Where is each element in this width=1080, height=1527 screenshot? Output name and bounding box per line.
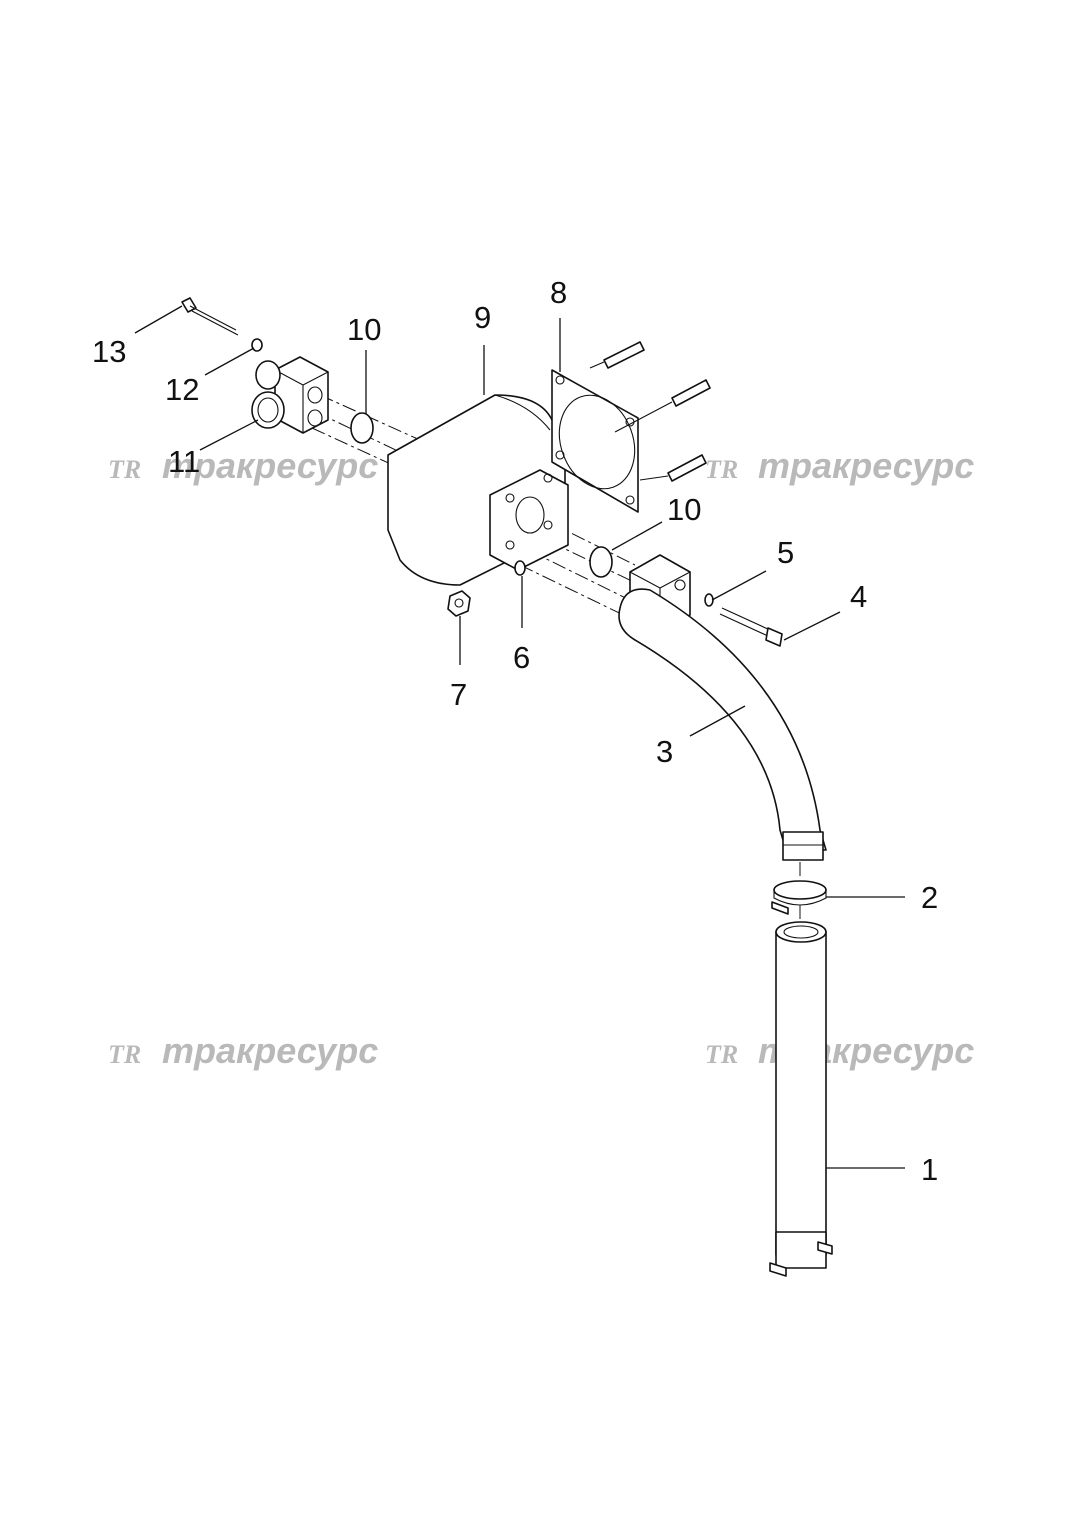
- part-5-washer: [704, 593, 714, 607]
- callout-12: 12: [165, 372, 199, 407]
- watermark-text: тракресурс: [162, 445, 378, 486]
- leader-12: [204, 347, 255, 376]
- part-1-straight-pipe: [769, 921, 833, 1277]
- watermark-logo: TR: [108, 455, 141, 484]
- shield-flange-plate: [489, 469, 569, 571]
- part-12-washer: [251, 338, 263, 352]
- callout-5: 5: [777, 535, 794, 570]
- watermark-text: тракресурс: [162, 1030, 378, 1071]
- callout-13: 13: [92, 334, 126, 369]
- part-6-lock-washer: [514, 560, 526, 576]
- part-10-o-ring-left: [350, 412, 374, 444]
- watermark-logo: TR: [108, 1040, 141, 1069]
- watermark-logo: TR: [705, 455, 738, 484]
- callout-8: 8: [550, 275, 567, 310]
- watermark-text: тракресурс: [758, 445, 974, 486]
- leader-13: [134, 305, 183, 334]
- callout-2: 2: [921, 880, 938, 915]
- callout-10-top: 10: [347, 312, 381, 347]
- callout-3: 3: [656, 734, 673, 769]
- leader-10-bottom: [611, 521, 663, 551]
- part-10-o-ring-right: [589, 546, 613, 578]
- callout-1: 1: [921, 1152, 938, 1187]
- leader-lines: [134, 305, 905, 1169]
- callout-11: 11: [168, 444, 200, 479]
- part-3-bent-pipe: [618, 588, 827, 861]
- leader-3: [689, 705, 746, 737]
- watermark-top-left: TR тракресурс: [108, 445, 378, 486]
- callout-4: 4: [850, 579, 867, 614]
- callout-6: 6: [513, 640, 530, 675]
- watermark-logo: TR: [705, 1040, 738, 1069]
- part-2-clamp: [771, 880, 827, 915]
- callout-10-bottom: 10: [667, 492, 701, 527]
- part-7-nut: [447, 590, 471, 617]
- watermark-bottom-left: TR тракресурс: [108, 1030, 378, 1071]
- watermark-top-right: TR тракресурс: [705, 445, 974, 486]
- part-8-flange-gasket: [551, 341, 711, 513]
- watermark-bottom-right: TR тракресурс: [705, 1030, 974, 1071]
- callout-9: 9: [474, 300, 491, 335]
- part-13-bolt: [181, 297, 239, 336]
- callout-7: 7: [450, 677, 467, 712]
- leader-4: [783, 611, 841, 641]
- leader-5: [711, 570, 767, 601]
- part-11-left-bracket: [251, 356, 329, 434]
- leader-11: [199, 419, 259, 451]
- part-4-bolt: [719, 607, 783, 647]
